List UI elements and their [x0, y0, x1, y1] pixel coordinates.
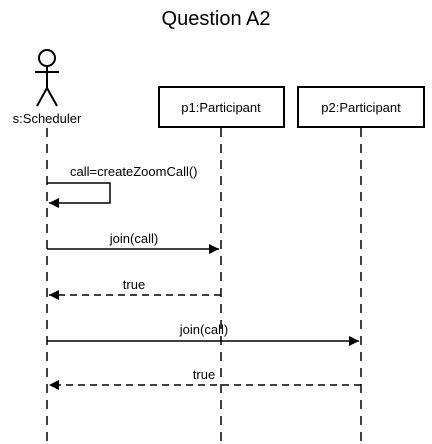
actor-icon	[35, 49, 59, 107]
message-label: join(call)	[179, 322, 228, 337]
message-label: true	[123, 277, 145, 292]
actor-label: s:Scheduler	[13, 111, 82, 126]
message-label: true	[193, 367, 215, 382]
participant-label: p2:Participant	[321, 100, 401, 115]
message-return-p1: true	[49, 277, 221, 300]
message-label: join(call)	[109, 231, 158, 246]
message-label: call=createZoomCall()	[70, 164, 198, 179]
message-join-p1: join(call)	[47, 231, 219, 254]
participant-p2: p2:Participant	[297, 86, 425, 128]
participant-label: p1:Participant	[181, 100, 261, 115]
message-self-call: call=createZoomCall()	[47, 164, 198, 208]
message-return-p2: true	[49, 367, 361, 390]
participant-p1: p1:Participant	[158, 86, 285, 128]
message-join-p2: join(call)	[47, 322, 359, 346]
diagram-title: Question A2	[162, 8, 271, 30]
